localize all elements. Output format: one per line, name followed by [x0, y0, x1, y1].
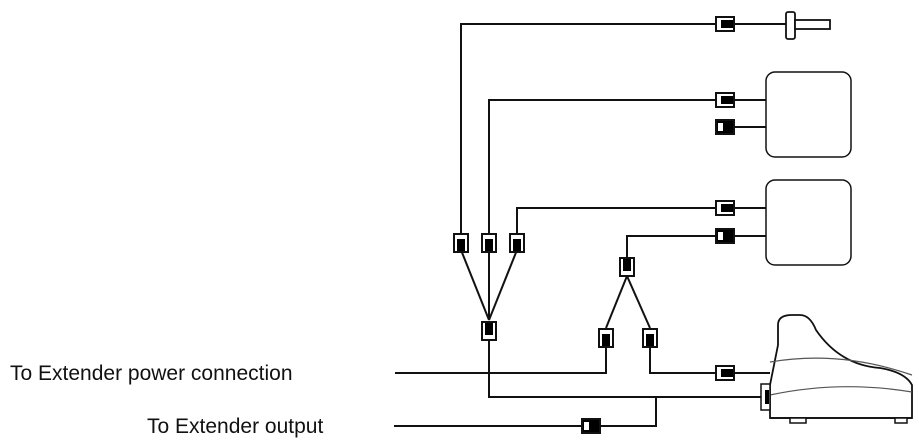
- rj-connector-icon: [642, 328, 658, 348]
- sensor-box-icon: [765, 71, 852, 158]
- rj-connector-icon: [598, 328, 614, 348]
- temperature-probe-icon: [785, 11, 831, 40]
- rj-connector-icon: [509, 233, 525, 253]
- label-extender-output: To Extender output: [147, 415, 324, 438]
- wire-output-2: [600, 397, 657, 427]
- rj-connector-icon: [581, 418, 601, 434]
- wire-y-right-2: [626, 275, 651, 329]
- rj-connector-icon: [481, 321, 497, 341]
- wire-device: [649, 348, 716, 374]
- sensor-box-icon: [765, 179, 852, 266]
- rj-connector-icon: [453, 233, 469, 253]
- extender-device-icon: [760, 314, 913, 424]
- wire-power: [395, 348, 607, 374]
- wire-left-down: [488, 340, 770, 398]
- wire-box2-upper: [516, 207, 716, 240]
- wire-box2-lower: [626, 235, 716, 264]
- wire-probe: [460, 23, 716, 240]
- rj-connector-icon: [481, 233, 497, 253]
- wire-y-left-1: [460, 249, 490, 321]
- wire-y-left-3: [488, 249, 518, 321]
- rj-connector-icon: [715, 200, 735, 216]
- rj-connector-icon: [619, 257, 635, 277]
- rj-connector-icon: [715, 92, 735, 108]
- rj-connector-icon: [715, 228, 735, 244]
- rj-connector-icon: [715, 16, 735, 32]
- rj-connector-icon: [715, 365, 735, 381]
- rj-connector-icon: [715, 119, 735, 135]
- wire-box1-upper: [488, 99, 716, 240]
- label-extender-power-connection: To Extender power connection: [10, 362, 293, 385]
- wire-y-right-1: [605, 275, 628, 329]
